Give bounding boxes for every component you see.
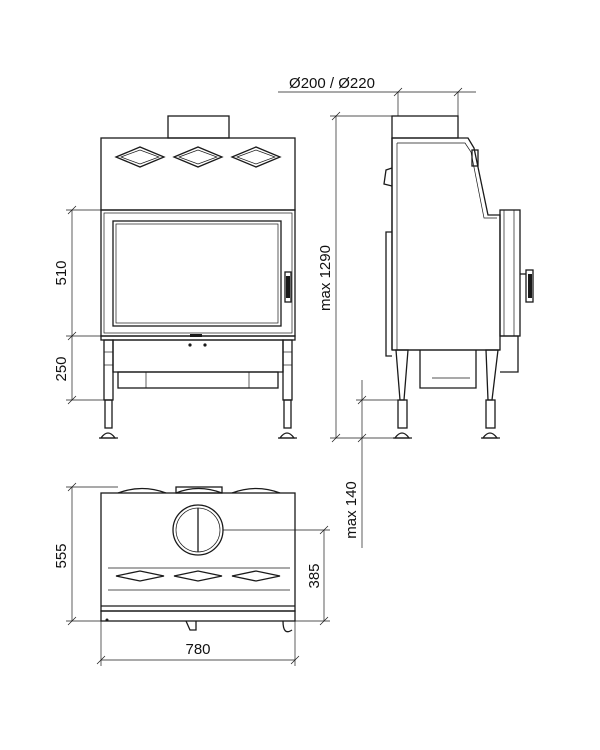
dimension-max-height-label: max 1290: [317, 245, 334, 311]
dimension-depth-label: 555: [53, 543, 70, 568]
dimension-max-leg: max 140: [343, 380, 398, 548]
dimension-width: 780: [96, 621, 300, 666]
front-lower-base: [112, 339, 284, 373]
front-door-glass: [112, 220, 282, 327]
dimension-flue-diameter: Ø200 / Ø220: [278, 75, 476, 116]
adjustable-foot-icon: [99, 339, 118, 439]
front-upper-housing: [100, 137, 296, 211]
flue-outlet-icon: [172, 504, 224, 556]
diamond-vent-icon: [230, 146, 282, 168]
diamond-vent-icon: [115, 570, 165, 582]
diamond-vent-icon: [114, 146, 166, 168]
dimension-flue-offset-label: 385: [306, 563, 323, 588]
front-vent-diamonds: [114, 146, 282, 168]
front-view: 510 250: [53, 115, 297, 439]
dimension-flue-diameter-label: Ø200 / Ø220: [289, 75, 375, 92]
adjustable-foot-icon: [393, 349, 412, 439]
dimension-width-label: 780: [185, 641, 210, 658]
dimension-max-height: max 1290: [317, 111, 393, 443]
side-view: Ø200 / Ø220: [278, 75, 534, 548]
diamond-vent-icon: [231, 570, 281, 582]
diamond-vent-icon: [173, 570, 223, 582]
adjustable-foot-icon: [278, 339, 297, 439]
dimension-door-height-label: 510: [53, 260, 70, 285]
front-door-frame: [100, 209, 296, 337]
dimension-depth: 555: [53, 482, 118, 626]
adjustable-foot-icon: [481, 349, 500, 439]
door-handle-icon: [520, 269, 534, 303]
front-flue-collar: [167, 115, 230, 139]
door-handle-icon: [284, 271, 292, 303]
top-view: 555 385 780: [53, 482, 330, 666]
dimension-base-height: 250: [53, 336, 104, 405]
dimension-base-height-label: 250: [53, 356, 70, 381]
dimension-door-height: 510: [53, 205, 101, 341]
side-body: [391, 137, 501, 351]
dimension-max-leg-label: max 140: [343, 481, 360, 539]
diamond-vent-icon: [172, 146, 224, 168]
side-door: [499, 209, 521, 337]
dimension-flue-offset: 385: [223, 525, 330, 626]
side-flue-collar: [391, 115, 459, 139]
